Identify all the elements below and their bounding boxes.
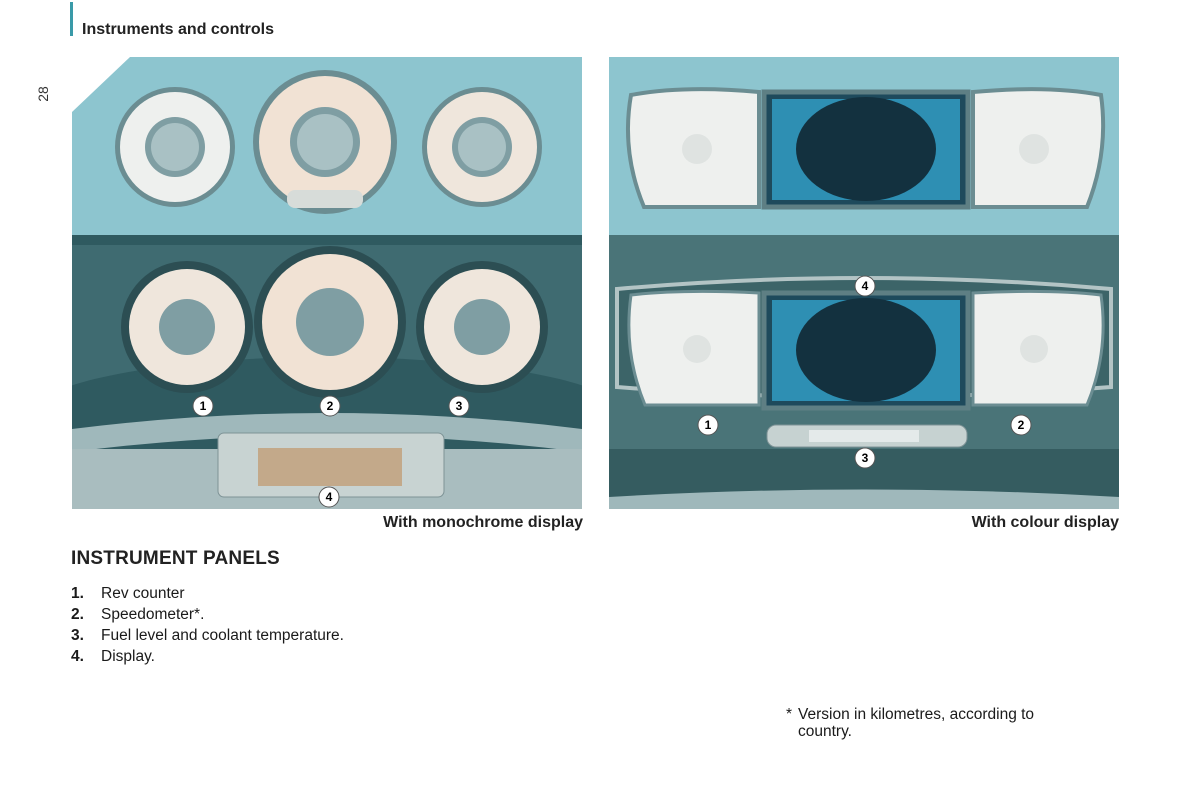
closeup-rev-counter-gauge bbox=[115, 87, 235, 207]
callout-2: 2 bbox=[1010, 414, 1032, 436]
svg-text:2: 2 bbox=[1018, 418, 1025, 432]
callout-3: 3 bbox=[854, 447, 876, 469]
callout-2: 2 bbox=[319, 395, 341, 417]
header-accent-bar bbox=[70, 2, 73, 36]
list-item-number: 2. bbox=[71, 606, 84, 623]
monochrome-display-screen bbox=[217, 432, 445, 498]
svg-text:2: 2 bbox=[327, 399, 334, 413]
dash-colour-screen bbox=[761, 290, 971, 411]
section-title: Instruments and controls bbox=[82, 21, 275, 38]
list-item-label: Speedometer*. bbox=[101, 606, 205, 623]
dash-rev-counter-gauge bbox=[121, 261, 253, 393]
svg-text:3: 3 bbox=[456, 399, 463, 413]
closeup-fuel-temperature-gauge bbox=[422, 87, 542, 207]
list-item-label: Fuel level and coolant temperature. bbox=[101, 627, 344, 644]
callout-3: 3 bbox=[448, 395, 470, 417]
list-item: 3. Fuel level and coolant temperature. bbox=[71, 625, 344, 646]
svg-text:1: 1 bbox=[705, 418, 712, 432]
svg-text:4: 4 bbox=[326, 490, 333, 504]
list-item: 2. Speedometer*. bbox=[71, 604, 344, 625]
instrument-panels-list: 1. Rev counter 2. Speedometer*. 3. Fuel lev… bbox=[71, 583, 344, 667]
closeup-speedometer-gauge bbox=[253, 70, 397, 214]
svg-text:1: 1 bbox=[200, 399, 207, 413]
dash-speedometer-gauge bbox=[254, 246, 406, 398]
list-item-number: 3. bbox=[71, 627, 84, 644]
svg-text:3: 3 bbox=[862, 451, 869, 465]
callout-1: 1 bbox=[697, 414, 719, 436]
closeup-colour-screen bbox=[761, 89, 971, 210]
callout-4: 4 bbox=[854, 275, 876, 297]
colour-display-caption: With colour display bbox=[971, 514, 1119, 531]
monochrome-display-illustration: 1 2 3 4 bbox=[72, 57, 582, 509]
dash-right-dial-panel bbox=[971, 289, 1105, 407]
footnote-line-2: country. bbox=[798, 723, 852, 740]
footnote-marker: * bbox=[786, 706, 793, 723]
list-item: 4. Display. bbox=[71, 646, 344, 667]
dash-left-dial-panel bbox=[627, 289, 761, 407]
callout-4: 4 bbox=[318, 486, 340, 508]
svg-text:4: 4 bbox=[862, 279, 869, 293]
dash-fuel-temperature-gauge bbox=[416, 261, 548, 393]
footnote-line-1: Version in kilometres, according to bbox=[798, 706, 1035, 723]
instrument-panels-heading: INSTRUMENT PANELS bbox=[71, 548, 280, 569]
list-item: 1. Rev counter bbox=[71, 583, 344, 604]
fuel-temperature-strip bbox=[766, 424, 968, 448]
list-item-number: 1. bbox=[71, 585, 84, 602]
colour-display-illustration: 4 1 2 3 bbox=[609, 57, 1119, 509]
kilometres-footnote: * Version in kilometres, according to cou… bbox=[786, 706, 1106, 740]
list-item-label: Display. bbox=[101, 648, 155, 665]
closeup-left-dial-panel bbox=[626, 87, 761, 209]
list-item-label: Rev counter bbox=[101, 585, 185, 602]
list-item-number: 4. bbox=[71, 648, 84, 665]
monochrome-display-caption: With monochrome display bbox=[383, 514, 583, 531]
callout-1: 1 bbox=[192, 395, 214, 417]
closeup-right-dial-panel bbox=[971, 87, 1106, 209]
page-number: 28 bbox=[35, 86, 51, 102]
